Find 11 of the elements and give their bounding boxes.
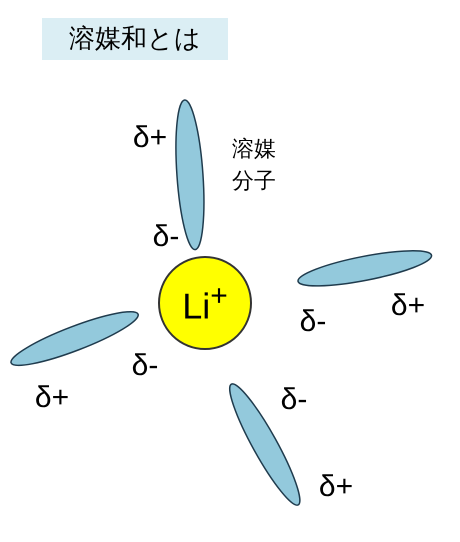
ion-label: Li$^{+}$ bbox=[182, 282, 228, 324]
partial-charge-label: δ+ bbox=[34, 383, 70, 413]
molecule-label: 溶媒分子 bbox=[232, 136, 277, 196]
partial-charge-label: δ- bbox=[132, 351, 158, 381]
partial-charge-label: δ- bbox=[280, 385, 308, 415]
partial-charge-label: δ+ bbox=[390, 291, 426, 321]
partial-charge-label: δ+ bbox=[318, 472, 354, 502]
title: 溶媒和とは bbox=[42, 18, 228, 60]
partial-charge-label: δ- bbox=[152, 222, 180, 252]
partial-charge-label: δ- bbox=[300, 307, 326, 337]
partial-charge-label: δ+ bbox=[132, 123, 168, 153]
